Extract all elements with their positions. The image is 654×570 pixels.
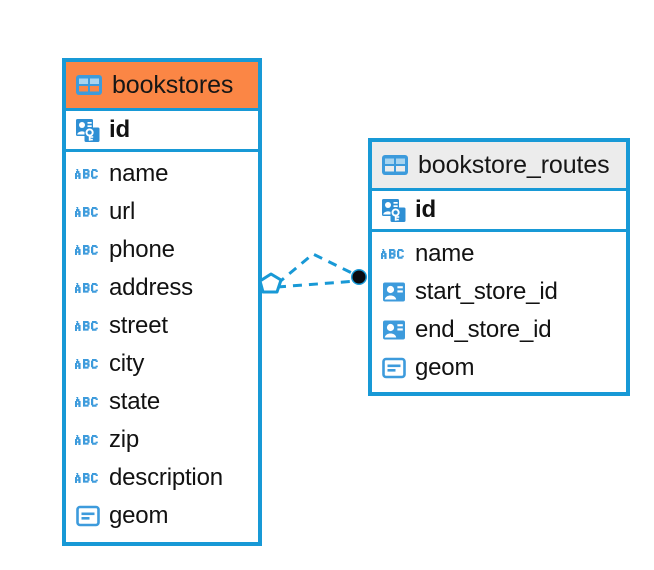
relationship-line-lower xyxy=(276,279,358,289)
foreign-key-icon xyxy=(383,282,405,302)
field-row[interactable]: zip xyxy=(66,421,258,459)
field-row[interactable]: end_store_id xyxy=(372,311,626,349)
field-label-id: id xyxy=(415,196,436,223)
field-row[interactable]: geom xyxy=(372,349,626,387)
table-icon xyxy=(76,75,102,95)
field-label: geom xyxy=(415,354,475,381)
field-label: address xyxy=(109,274,193,301)
abc-icon xyxy=(75,283,98,293)
field-row[interactable]: phone xyxy=(66,231,258,269)
field-label: street xyxy=(109,312,168,339)
field-row[interactable]: description xyxy=(66,459,258,497)
abc-icon xyxy=(381,249,404,259)
field-label: zip xyxy=(109,426,140,453)
field-row-primary-key[interactable]: id xyxy=(66,111,258,149)
abc-icon xyxy=(75,397,98,407)
field-row[interactable]: city xyxy=(66,345,258,383)
primary-key-block-bookstores: id xyxy=(66,108,258,152)
field-row[interactable]: url xyxy=(66,193,258,231)
abc-icon xyxy=(75,473,98,483)
primary-key-block-bookstore-routes: id xyxy=(372,188,626,232)
entity-header-bookstores[interactable]: bookstores xyxy=(66,62,258,108)
blob-icon xyxy=(76,505,100,527)
field-label: name xyxy=(415,240,475,267)
filled-circle-endpoint-icon xyxy=(352,270,366,284)
entity-title-bookstore-routes: bookstore_routes xyxy=(418,150,610,179)
abc-icon xyxy=(75,207,98,217)
abc-icon xyxy=(75,359,98,369)
relationship-line-upper xyxy=(276,252,361,286)
primary-key-icon xyxy=(382,199,406,222)
field-row[interactable]: geom xyxy=(66,497,258,535)
abc-icon xyxy=(75,169,98,179)
field-row[interactable]: name xyxy=(66,155,258,193)
field-label-id: id xyxy=(109,116,130,143)
abc-icon xyxy=(75,435,98,445)
field-label: city xyxy=(109,350,145,377)
table-icon xyxy=(382,155,408,175)
abc-icon xyxy=(75,245,98,255)
field-label: phone xyxy=(109,236,175,263)
field-label: url xyxy=(109,198,136,225)
relationship-connector[interactable] xyxy=(255,240,375,315)
field-label: name xyxy=(109,160,169,187)
entity-header-bookstore-routes[interactable]: bookstore_routes xyxy=(372,142,626,188)
blob-icon xyxy=(382,357,406,379)
field-row-primary-key[interactable]: id xyxy=(372,191,626,229)
field-label: state xyxy=(109,388,161,415)
field-list-bookstores: name url phone address street city state zip des… xyxy=(66,152,258,539)
foreign-key-icon xyxy=(383,320,405,340)
field-label: start_store_id xyxy=(415,278,558,305)
field-row[interactable]: state xyxy=(66,383,258,421)
field-row[interactable]: start_store_id xyxy=(372,273,626,311)
diamond-endpoint-icon xyxy=(258,272,283,294)
entity-title-bookstores: bookstores xyxy=(112,70,234,99)
field-row[interactable]: street xyxy=(66,307,258,345)
field-row[interactable]: name xyxy=(372,235,626,273)
field-label: description xyxy=(109,464,223,491)
abc-icon xyxy=(75,321,98,331)
primary-key-icon xyxy=(76,119,100,142)
field-row[interactable]: address xyxy=(66,269,258,307)
field-label: geom xyxy=(109,502,169,529)
field-label: end_store_id xyxy=(415,316,552,343)
